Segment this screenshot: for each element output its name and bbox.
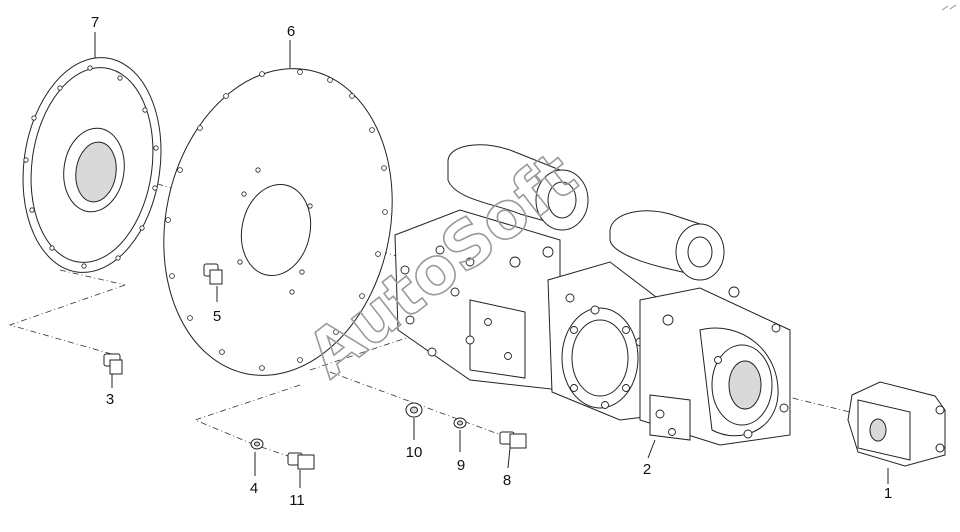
part-4-washer[interactable] bbox=[250, 438, 264, 450]
callout-9: 9 bbox=[457, 457, 465, 474]
part-7-gasket-plate[interactable] bbox=[10, 49, 175, 282]
callout-5: 5 bbox=[213, 308, 221, 325]
callout-3: 3 bbox=[106, 391, 114, 408]
part-3-bolt[interactable] bbox=[103, 353, 123, 375]
part-9-washer[interactable] bbox=[453, 417, 467, 429]
corner-mark bbox=[941, 4, 957, 11]
leader-lines bbox=[94, 32, 889, 488]
callout-8: 8 bbox=[503, 472, 511, 489]
part-1-gear-pump[interactable] bbox=[847, 381, 946, 467]
callout-11: 11 bbox=[289, 492, 305, 509]
callout-7: 7 bbox=[91, 14, 99, 31]
part-6-drive-plate[interactable] bbox=[136, 47, 420, 397]
callout-labels: 7 6 5 3 4 11 10 9 8 2 1 bbox=[91, 14, 892, 509]
callout-10: 10 bbox=[406, 444, 423, 461]
callout-1: 1 bbox=[884, 485, 892, 502]
callout-2: 2 bbox=[643, 461, 651, 478]
part-5-bolt[interactable] bbox=[203, 263, 223, 285]
part-11-bolt[interactable] bbox=[287, 452, 315, 470]
part-2-pump-assembly[interactable] bbox=[394, 144, 791, 446]
callout-4: 4 bbox=[250, 480, 258, 497]
part-10-washer[interactable] bbox=[405, 402, 423, 418]
callout-6: 6 bbox=[287, 23, 295, 40]
part-8-bolt[interactable] bbox=[499, 431, 527, 449]
